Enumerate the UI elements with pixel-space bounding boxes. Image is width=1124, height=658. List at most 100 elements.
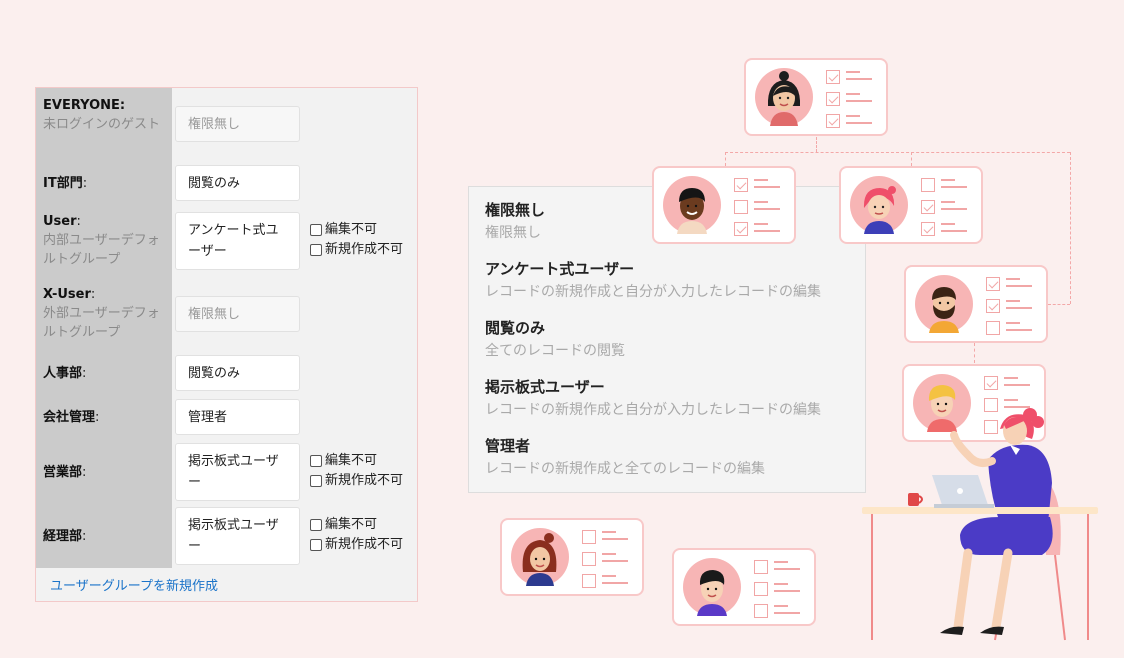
label-colon: : bbox=[82, 176, 88, 191]
role-select-button[interactable]: 権限無し bbox=[175, 106, 300, 142]
legend-description: 権限無し bbox=[485, 225, 541, 241]
legend-title: アンケート式ユーザー bbox=[485, 260, 635, 278]
checkbox-label: 新規作成不可 bbox=[325, 473, 404, 488]
checkbox-square[interactable] bbox=[310, 455, 322, 467]
org-card bbox=[500, 518, 644, 596]
org-card bbox=[839, 166, 983, 244]
legend-item: 掲示板式ユーザー レコードの新規作成と自分が入力したレコードの編集 bbox=[485, 377, 821, 420]
checkbox-label: 新規作成不可 bbox=[325, 537, 404, 552]
checkbox-square[interactable] bbox=[310, 224, 322, 236]
permissions-panel: EVERYONE: 未ログインのゲスト 権限無し IT部門: 閲覧のみ User… bbox=[35, 87, 418, 602]
checkbox-square[interactable] bbox=[310, 244, 322, 256]
restriction-checks: 編集不可 新規作成不可 bbox=[310, 220, 403, 260]
no-edit-checkbox[interactable]: 編集不可 bbox=[310, 220, 403, 240]
connector-line bbox=[1070, 152, 1071, 304]
connector-line bbox=[974, 343, 975, 363]
group-name: User bbox=[43, 214, 77, 229]
checklist bbox=[582, 528, 638, 594]
connector-line bbox=[816, 137, 817, 152]
restriction-checks: 編集不可 新規作成不可 bbox=[310, 515, 403, 555]
create-user-group-link[interactable]: ユーザーグループを新規作成 bbox=[50, 579, 218, 594]
org-card bbox=[744, 58, 888, 136]
group-label: 人事部: bbox=[43, 364, 169, 383]
connector-line bbox=[725, 152, 726, 166]
man-beard-avatar bbox=[915, 275, 973, 333]
checkbox-label: 編集不可 bbox=[325, 517, 378, 532]
no-edit-checkbox[interactable]: 編集不可 bbox=[310, 515, 403, 535]
group-label: 経理部: bbox=[43, 527, 169, 546]
permission-row-it: IT部門: 閲覧のみ bbox=[36, 165, 419, 205]
man-black-hair-avatar bbox=[683, 558, 741, 616]
label-colon: : bbox=[90, 287, 96, 302]
role-select-button[interactable]: 管理者 bbox=[175, 399, 300, 435]
label-colon: : bbox=[95, 410, 100, 425]
label-colon: : bbox=[82, 529, 87, 544]
org-card bbox=[672, 548, 816, 626]
group-label: 会社管理: bbox=[43, 408, 169, 427]
role-select-button[interactable]: 閲覧のみ bbox=[175, 165, 300, 201]
checklist bbox=[986, 275, 1042, 341]
checkbox-square[interactable] bbox=[310, 539, 322, 551]
permission-row-hr: 人事部: 閲覧のみ bbox=[36, 355, 419, 395]
permission-row-user: User: 内部ユーザーデフォルトグループ アンケート式ユーザー 編集不可 新規… bbox=[36, 212, 419, 272]
connector-line bbox=[725, 152, 1070, 153]
legend-title: 管理者 bbox=[485, 437, 531, 455]
checkbox-square[interactable] bbox=[310, 475, 322, 487]
legend-item: 閲覧のみ 全てのレコードの閲覧 bbox=[485, 318, 625, 361]
group-label: IT部門: bbox=[43, 174, 169, 193]
no-create-checkbox[interactable]: 新規作成不可 bbox=[310, 471, 403, 491]
group-name: EVERYONE bbox=[43, 98, 120, 113]
group-description: 内部ユーザーデフォルトグループ bbox=[43, 233, 160, 267]
checklist bbox=[826, 68, 882, 134]
group-name: X-User bbox=[43, 287, 91, 302]
checkbox-label: 編集不可 bbox=[325, 222, 378, 237]
no-create-checkbox[interactable]: 新規作成不可 bbox=[310, 535, 403, 555]
legend-item: アンケート式ユーザー レコードの新規作成と自分が入力したレコードの編集 bbox=[485, 259, 821, 302]
permission-row-x-user: X-User: 外部ユーザーデフォルトグループ 権限無し bbox=[36, 285, 419, 345]
org-card bbox=[902, 364, 1046, 442]
restriction-checks: 編集不可 新規作成不可 bbox=[310, 451, 403, 491]
permission-legend: 権限無し 権限無し アンケート式ユーザー レコードの新規作成と自分が入力したレコ… bbox=[468, 186, 866, 493]
no-edit-checkbox[interactable]: 編集不可 bbox=[310, 451, 403, 471]
permission-row-company-admin: 会社管理: 管理者 bbox=[36, 399, 419, 439]
org-card bbox=[652, 166, 796, 244]
group-name: 経理部 bbox=[43, 529, 83, 544]
group-label-column bbox=[36, 88, 172, 568]
role-select-button[interactable]: 閲覧のみ bbox=[175, 355, 300, 391]
man-blond-avatar bbox=[913, 374, 971, 432]
role-select-button[interactable]: 掲示板式ユーザー bbox=[175, 443, 300, 501]
group-label: X-User: 外部ユーザーデフォルトグループ bbox=[43, 285, 169, 342]
legend-title: 掲示板式ユーザー bbox=[485, 378, 605, 396]
checklist bbox=[734, 176, 790, 242]
role-select-button[interactable]: 権限無し bbox=[175, 296, 300, 332]
connector-line bbox=[911, 152, 912, 166]
group-label: 営業部: bbox=[43, 463, 169, 482]
man-dark-skin-avatar bbox=[663, 176, 721, 234]
legend-description: 全てのレコードの閲覧 bbox=[485, 343, 625, 359]
woman-dark-hair-avatar bbox=[755, 68, 813, 126]
role-select-button[interactable]: アンケート式ユーザー bbox=[175, 212, 300, 270]
checkbox-label: 新規作成不可 bbox=[325, 242, 404, 257]
group-description: 外部ユーザーデフォルトグループ bbox=[43, 306, 160, 340]
label-colon: : bbox=[82, 465, 87, 480]
no-create-checkbox[interactable]: 新規作成不可 bbox=[310, 240, 403, 260]
group-description: 未ログインのゲスト bbox=[43, 117, 161, 132]
checkbox-label: 編集不可 bbox=[325, 453, 378, 468]
legend-item: 管理者 レコードの新規作成と全てのレコードの編集 bbox=[485, 436, 765, 479]
legend-description: レコードの新規作成と自分が入力したレコードの編集 bbox=[485, 284, 821, 300]
role-select-button[interactable]: 掲示板式ユーザー bbox=[175, 507, 300, 565]
permission-row-everyone: EVERYONE: 未ログインのゲスト 権限無し bbox=[36, 96, 419, 158]
group-name: IT部門 bbox=[43, 176, 83, 191]
woman-at-desk-illustration bbox=[862, 408, 1098, 641]
group-name: 人事部 bbox=[43, 366, 83, 381]
label-colon: : bbox=[76, 214, 81, 229]
legend-item: 権限無し 権限無し bbox=[485, 200, 545, 243]
label-colon: : bbox=[119, 98, 126, 113]
group-label: EVERYONE: 未ログインのゲスト bbox=[43, 96, 169, 134]
legend-description: レコードの新規作成と全てのレコードの編集 bbox=[485, 461, 765, 477]
connector-line bbox=[1048, 304, 1070, 305]
checkbox-square[interactable] bbox=[310, 519, 322, 531]
woman-red-hair-avatar bbox=[850, 176, 908, 234]
checklist bbox=[754, 558, 810, 624]
group-name: 営業部 bbox=[43, 465, 83, 480]
